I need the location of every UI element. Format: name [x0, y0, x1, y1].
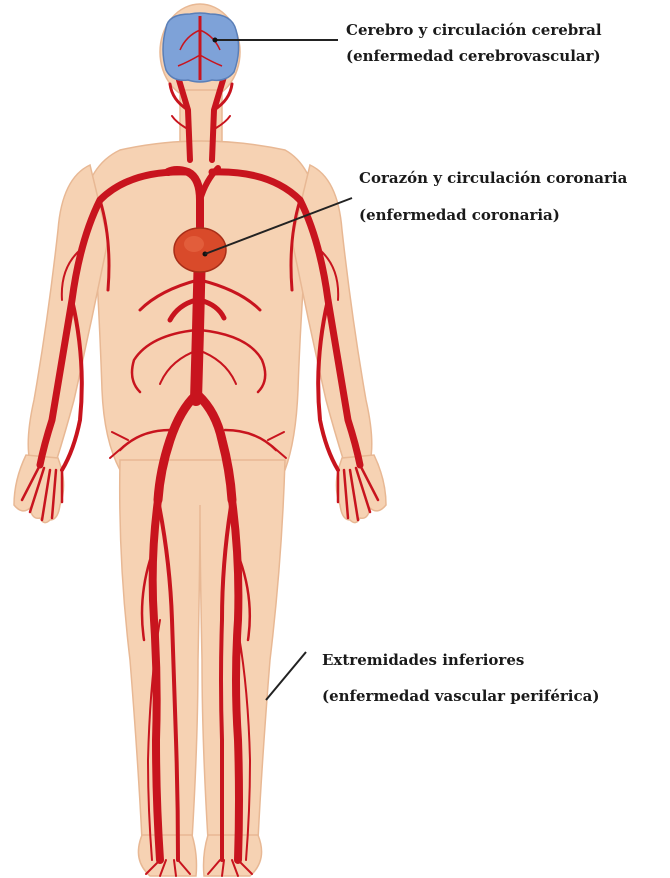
heart-label-title: Corazón y circulación coronaria [359, 168, 627, 188]
brain [163, 13, 239, 82]
heart-label-subtitle: (enfermedad coronaria) [359, 205, 560, 225]
brain-label-subtitle: (enfermedad cerebrovascular) [346, 46, 601, 66]
body-silhouette [14, 4, 386, 876]
legs-label-title: Extremidades inferiores [322, 650, 524, 670]
legs-leader-line [266, 652, 306, 700]
brain-label-title: Cerebro y circulación cerebral [346, 20, 602, 40]
legs-label-subtitle: (enfermedad vascular periférica) [322, 686, 599, 706]
